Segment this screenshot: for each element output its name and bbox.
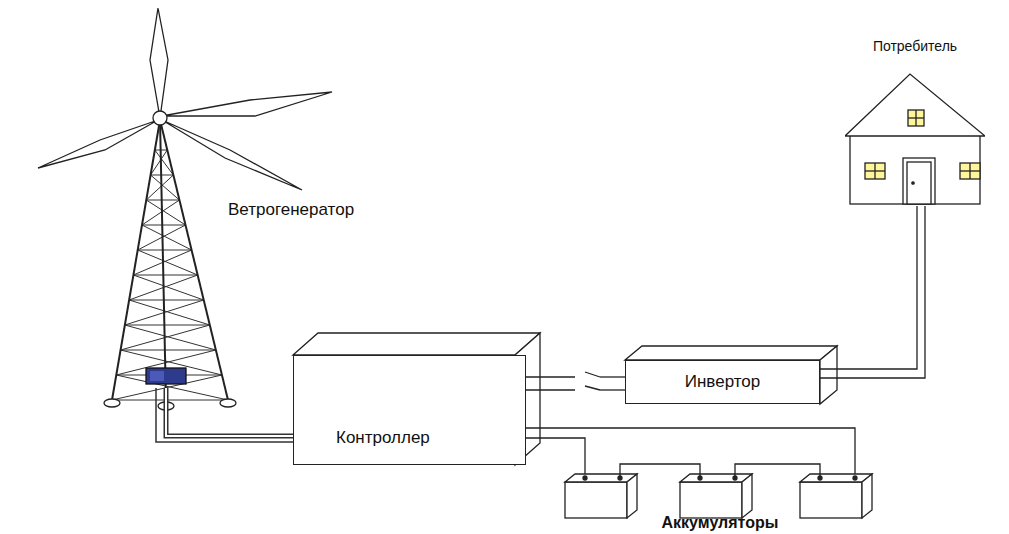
inverter-housing — [625, 346, 837, 404]
node-label: Потребитель — [825, 38, 1005, 54]
node-label: Аккумуляторы — [555, 514, 885, 532]
wire-connector — [526, 428, 855, 478]
tower-lattice — [112, 150, 228, 400]
wire-connector — [156, 388, 293, 442]
controller-housing — [293, 333, 540, 465]
wire-connector — [820, 206, 925, 378]
turbine-node: Ветрогенератор — [20, 0, 400, 388]
wind-turbine — [38, 8, 332, 410]
node-label: Контроллер — [294, 428, 525, 448]
node-label: Ветрогенератор — [228, 200, 354, 220]
inverter-box: Инвертор — [625, 360, 820, 404]
controller-box: Контроллер — [293, 355, 526, 465]
node-label: Инвертор — [685, 372, 761, 392]
consumer-house: Потребитель — [845, 38, 985, 206]
house-drawing — [845, 38, 985, 206]
wire-connector — [526, 372, 625, 390]
battery-bank: Аккумуляторы — [555, 440, 885, 534]
